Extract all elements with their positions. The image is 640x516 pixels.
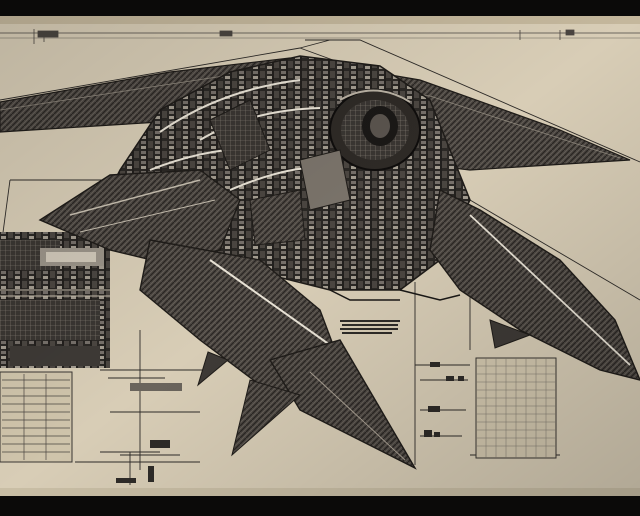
- left-machinery-detail: [0, 232, 110, 368]
- spec-table-right: [475, 357, 557, 459]
- bottom-frame-bar: [0, 496, 640, 512]
- spec-table-left: [0, 371, 73, 463]
- reactor-core: [329, 89, 421, 171]
- top-frame-bar: [0, 0, 640, 16]
